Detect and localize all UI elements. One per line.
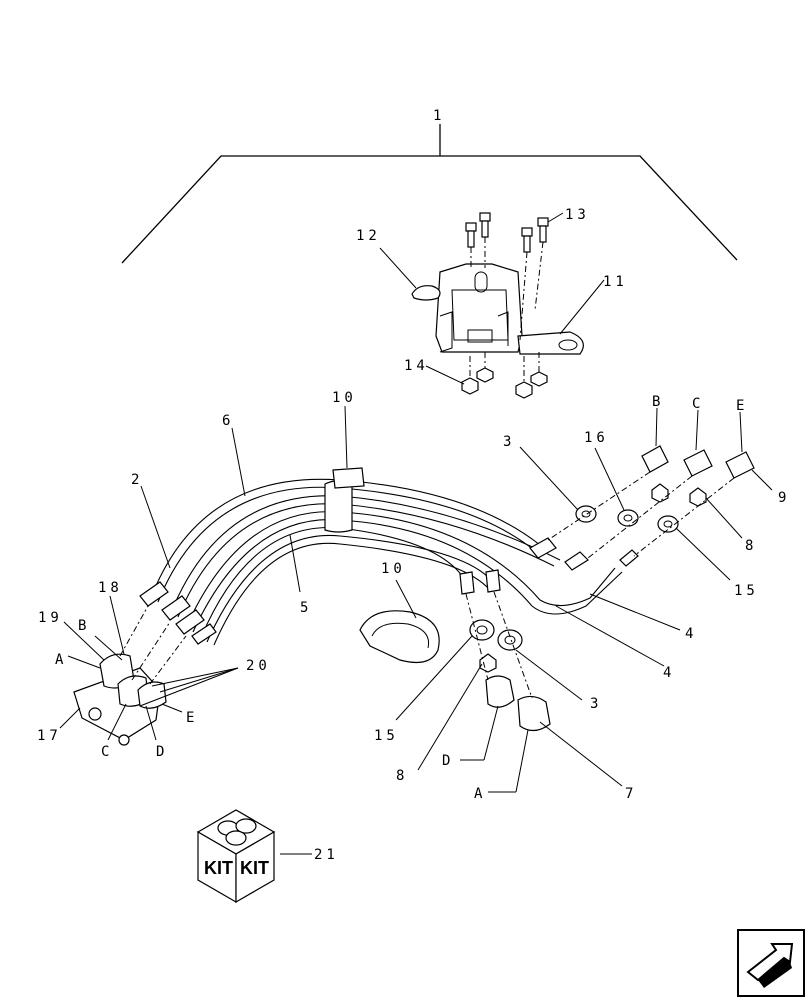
leader-lines (59, 212, 773, 855)
callout-3: 3 (503, 434, 515, 450)
coupler-label-c: C (692, 396, 704, 412)
callout-labels: 1 2 3 3 4 4 5 6 7 8 8 9 10 10 11 12 13 1… (37, 108, 790, 863)
mounting-bracket (411, 263, 584, 355)
kit-box-icon: KIT KIT (196, 809, 276, 904)
callout-20: 20 (246, 658, 271, 674)
manifold-block (73, 605, 187, 746)
hose-clamp-icon (359, 610, 440, 663)
coupler-icon (547, 445, 755, 559)
coupler-label-a: A (474, 786, 486, 802)
callout-17: 17 (37, 728, 62, 744)
coupler-label-e: E (736, 398, 748, 414)
callout-10: 10 (381, 561, 406, 577)
callout-15: 15 (734, 583, 759, 599)
hose-bundle (139, 467, 639, 646)
callout-19: 19 (38, 610, 63, 626)
callout-8: 8 (745, 538, 757, 554)
callout-8: 8 (396, 768, 408, 784)
kit-label-left: KIT (204, 858, 233, 878)
kit-label-right: KIT (240, 858, 269, 878)
callout-9: 9 (778, 490, 790, 506)
port-label-a: A (55, 652, 67, 668)
callout-18: 18 (98, 580, 123, 596)
callout-4: 4 (663, 665, 675, 681)
port-label-c: C (101, 744, 113, 760)
nut-icon (461, 352, 548, 399)
callout-14: 14 (404, 358, 429, 374)
callout-3: 3 (590, 696, 602, 712)
coupler-label-d: D (442, 753, 454, 769)
callout-7: 7 (625, 786, 637, 802)
callout-2: 2 (131, 472, 143, 488)
port-label-e: E (186, 710, 198, 726)
callout-12: 12 (356, 228, 381, 244)
next-page-arrow-icon[interactable] (737, 929, 805, 997)
port-label-b: B (78, 618, 90, 634)
callout-6: 6 (222, 413, 234, 429)
callout-4: 4 (685, 626, 697, 642)
callout-10: 10 (332, 390, 357, 406)
callout-5: 5 (300, 600, 312, 616)
callout-15: 15 (374, 728, 399, 744)
callout-13: 13 (565, 207, 590, 223)
callout-21: 21 (314, 847, 339, 863)
assembly-bracket (121, 124, 738, 264)
lower-coupler-icon (465, 591, 551, 732)
callout-1: 1 (433, 108, 445, 124)
coupler-label-b: B (652, 394, 664, 410)
callout-11: 11 (603, 274, 628, 290)
port-label-d: D (156, 744, 168, 760)
callout-16: 16 (584, 430, 609, 446)
